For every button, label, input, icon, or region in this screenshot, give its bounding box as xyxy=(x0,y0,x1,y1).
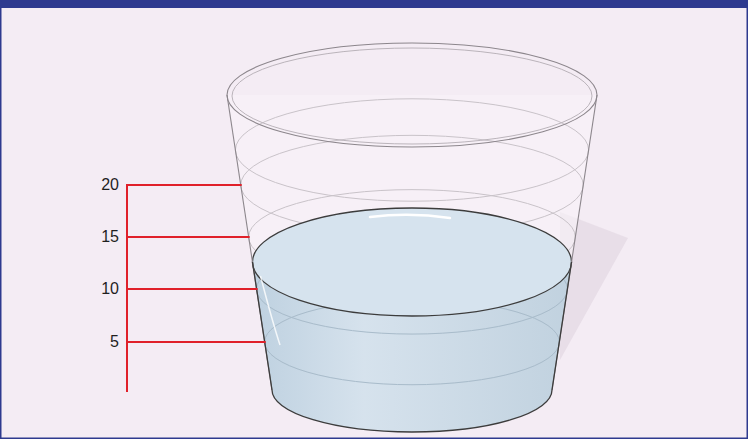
beaker-bottom xyxy=(272,390,552,432)
beaker-side xyxy=(552,95,597,390)
beaker-rim xyxy=(232,48,592,144)
scale-bracket xyxy=(126,184,266,392)
scale-tick xyxy=(126,184,242,186)
scale-tick xyxy=(126,236,250,238)
scale-tick xyxy=(126,341,266,343)
beaker-rim xyxy=(227,43,597,147)
glass-body xyxy=(227,95,597,432)
water-edge xyxy=(252,262,272,390)
beaker-side xyxy=(227,95,272,390)
scale-value: 5 xyxy=(79,333,119,351)
scale-value: 15 xyxy=(79,228,119,246)
scale-tick xyxy=(126,288,258,290)
water-surface xyxy=(252,208,571,316)
water-highlight xyxy=(370,215,450,218)
scale-value: 20 xyxy=(79,176,119,194)
beaker xyxy=(227,43,597,432)
graduation-ring xyxy=(235,99,588,201)
scale-value: 10 xyxy=(79,280,119,298)
water-edge xyxy=(552,262,572,390)
